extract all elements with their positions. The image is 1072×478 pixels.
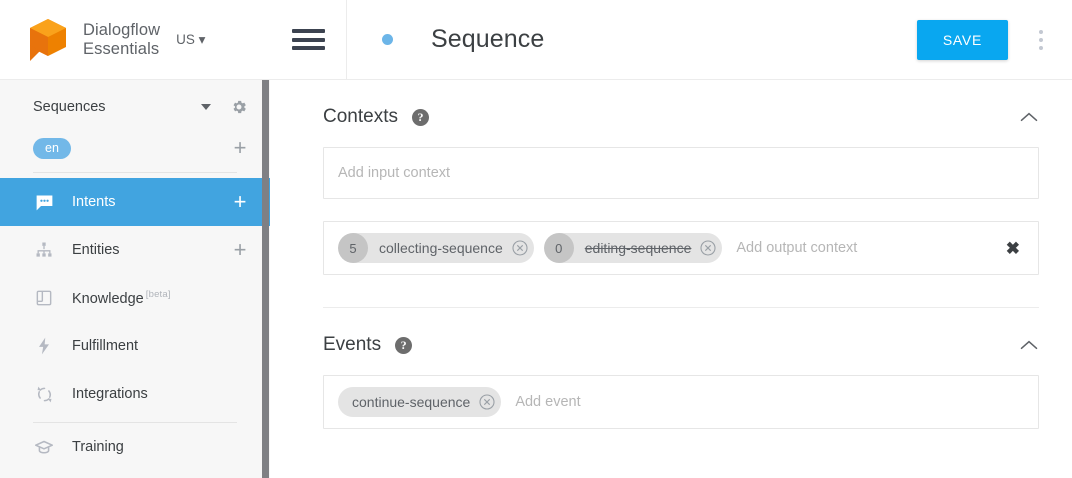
add-intent-button[interactable]: + xyxy=(233,189,247,214)
hierarchy-icon xyxy=(33,239,55,261)
caret-down-icon: ▾ xyxy=(198,31,206,47)
events-field[interactable]: continue-sequence Add event xyxy=(323,375,1039,429)
content-area: Contexts ? Add input context 5 collectin… xyxy=(270,80,1072,478)
sidebar-item-label: Knowledge[beta] xyxy=(72,289,171,307)
beta-badge: [beta] xyxy=(145,289,171,301)
spacer xyxy=(323,199,1039,221)
agent-selector[interactable]: Sequences xyxy=(0,86,270,128)
brand-header[interactable]: Dialogflow Essentials US ▾ xyxy=(0,0,270,80)
sync-arrows-icon xyxy=(33,383,55,405)
book-icon xyxy=(33,287,55,309)
sidebar-item-training[interactable]: Training xyxy=(0,423,270,471)
add-language-button[interactable]: + xyxy=(233,135,247,160)
region-selector[interactable]: US ▾ xyxy=(176,31,206,47)
language-chip-en[interactable]: en xyxy=(33,137,71,159)
sidebar-item-fulfillment[interactable]: Fulfillment xyxy=(0,322,270,370)
label-text: Knowledge xyxy=(72,290,144,307)
circle-x-icon[interactable] xyxy=(700,240,716,256)
sidebar-item-label: Training xyxy=(72,439,124,455)
sidebar-item-entities[interactable]: Entities + xyxy=(0,226,270,274)
speech-bubble-icon xyxy=(33,191,55,213)
context-chip[interactable]: 5 collecting-sequence xyxy=(338,233,534,263)
chevron-up-icon[interactable] xyxy=(1019,339,1039,351)
add-entity-button[interactable]: + xyxy=(233,237,247,262)
sidebar-item-integrations[interactable]: Integrations xyxy=(0,370,270,418)
context-chip[interactable]: 0 editing-sequence xyxy=(543,233,723,263)
dialogflow-cube-logo xyxy=(30,18,66,61)
sidebar-item-label: Entities xyxy=(72,242,120,258)
sidebar-item-knowledge[interactable]: Knowledge[beta] xyxy=(0,274,270,322)
sidebar-item-intents[interactable]: Intents + xyxy=(0,178,270,226)
sidebar: Dialogflow Essentials US ▾ Sequences en … xyxy=(0,0,270,478)
events-section: Events ? continue-sequence xyxy=(323,308,1039,429)
caret-down-icon[interactable] xyxy=(201,104,211,110)
lightning-bolt-icon xyxy=(33,335,55,357)
language-row: en + xyxy=(0,128,270,168)
help-circle-icon[interactable]: ? xyxy=(395,336,413,354)
divider xyxy=(33,172,237,173)
contexts-section: Contexts ? Add input context 5 collectin… xyxy=(323,80,1039,308)
close-x-icon[interactable]: ✖ xyxy=(1005,238,1020,258)
event-chip[interactable]: continue-sequence xyxy=(338,387,502,417)
chevron-up-icon[interactable] xyxy=(1019,111,1039,123)
circle-x-icon[interactable] xyxy=(479,394,495,410)
output-context-field[interactable]: 5 collecting-sequence 0 editing-sequence xyxy=(323,221,1039,275)
input-context-field[interactable]: Add input context xyxy=(323,147,1039,199)
output-context-placeholder: Add output context xyxy=(736,240,858,256)
circle-x-icon[interactable] xyxy=(512,240,528,256)
chip-lifespan-badge: 5 xyxy=(338,233,368,263)
divider xyxy=(323,307,1039,308)
divider xyxy=(33,422,237,423)
blue-status-dot xyxy=(382,34,393,45)
hamburger-menu-button[interactable] xyxy=(270,0,347,80)
chip-lifespan-badge: 0 xyxy=(543,233,574,263)
chip-label: editing-sequence xyxy=(584,240,692,256)
events-header: Events ? xyxy=(323,334,1039,375)
main-panel: Sequence SAVE Contexts ? Add input xyxy=(270,0,1072,478)
input-context-placeholder: Add input context xyxy=(338,165,451,181)
sidebar-item-label: Fulfillment xyxy=(72,338,139,354)
help-circle-icon[interactable]: ? xyxy=(411,108,429,126)
graduation-cap-icon xyxy=(33,436,55,458)
top-bar: Sequence SAVE xyxy=(270,0,1072,80)
sidebar-nav: Intents + Entities + xyxy=(0,178,270,471)
events-placeholder: Add event xyxy=(515,394,581,410)
hamburger-menu-icon xyxy=(291,29,325,50)
contexts-header: Contexts ? xyxy=(323,106,1039,147)
sidebar-scrollbar[interactable] xyxy=(262,80,269,478)
chip-label: collecting-sequence xyxy=(379,240,503,256)
agent-name: Sequences xyxy=(33,99,106,115)
sidebar-item-label: Intents xyxy=(72,194,116,210)
gear-icon[interactable] xyxy=(230,98,248,116)
section-title: Contexts xyxy=(323,106,398,127)
page-title: Sequence xyxy=(431,25,545,53)
save-button[interactable]: SAVE xyxy=(916,19,1008,60)
brand-name: Dialogflow Essentials xyxy=(83,20,161,58)
sidebar-item-label: Integrations xyxy=(72,386,148,402)
kebab-menu-icon[interactable] xyxy=(1022,18,1060,62)
chip-label: continue-sequence xyxy=(352,394,471,410)
section-title: Events xyxy=(323,334,382,355)
